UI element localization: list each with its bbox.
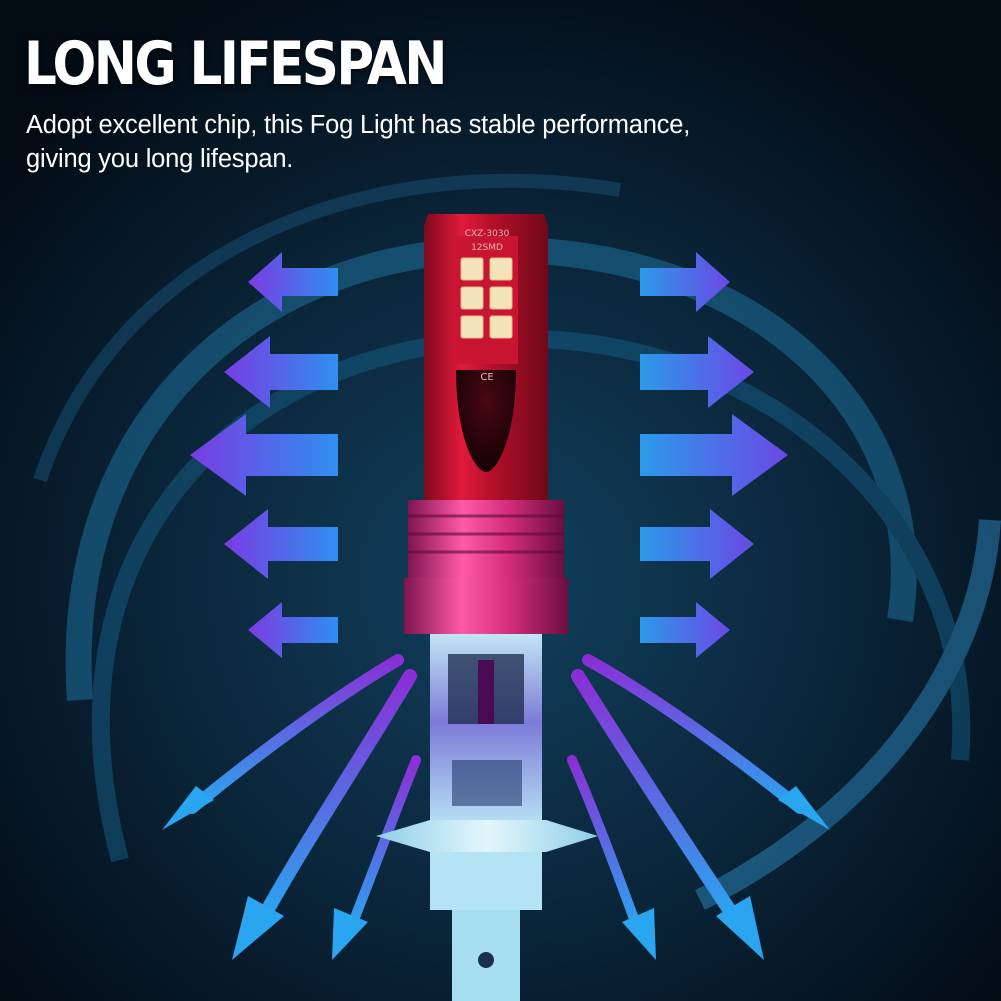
- bulb-cup: [456, 370, 516, 472]
- arrow-right-icon: [640, 414, 788, 496]
- arrow-left-icon: [190, 414, 338, 496]
- base-flange: [376, 820, 598, 852]
- arrow-left-icon: [248, 252, 338, 312]
- description-line-1: Adopt excellent chip, this Fog Light has…: [26, 111, 691, 139]
- chip-marking-model: CXZ-3030: [465, 229, 510, 239]
- bulb-collar: [408, 500, 564, 580]
- led-chips: [460, 257, 513, 339]
- base-wire: [478, 660, 494, 724]
- arrow-left-icon: [248, 602, 338, 658]
- arrow-right-icon: [640, 336, 754, 408]
- chip-marking-smd: 12SMD: [471, 243, 503, 253]
- led-bulb: CXZ-3030 12SMD CE: [376, 214, 598, 1001]
- curved-arrow-icon: [186, 654, 404, 814]
- description-line-2: giving you long lifespan.: [26, 145, 294, 173]
- arrow-right-icon: [640, 252, 730, 312]
- curved-arrows-left: [186, 654, 421, 935]
- curved-arrow-icon: [255, 669, 417, 927]
- curved-arrow-icon: [567, 755, 643, 935]
- chip-marking-ce: CE: [480, 372, 493, 383]
- right-arrows: [640, 252, 788, 658]
- left-arrows: [190, 252, 338, 658]
- collar-grooves: [408, 514, 564, 554]
- base-lower: [430, 852, 542, 910]
- collar-lower: [404, 578, 568, 634]
- arrow-left-icon: [224, 336, 338, 408]
- curved-arrowheads-left: [162, 786, 368, 960]
- description: Adopt excellent chip, this Fog Light has…: [26, 108, 690, 176]
- arrow-right-icon: [640, 602, 730, 658]
- base-clip: [452, 760, 522, 806]
- headline: LONG LIFESPAN: [24, 29, 447, 99]
- arrow-left-icon: [224, 509, 338, 579]
- curved-arrowheads-right: [622, 786, 830, 960]
- curved-arrow-icon: [345, 755, 421, 935]
- arrow-right-icon: [640, 509, 754, 579]
- curved-arrow-icon: [571, 669, 743, 927]
- curved-arrow-icon: [582, 654, 806, 814]
- terminal-hole: [478, 952, 494, 968]
- curved-arrows-right: [567, 654, 806, 935]
